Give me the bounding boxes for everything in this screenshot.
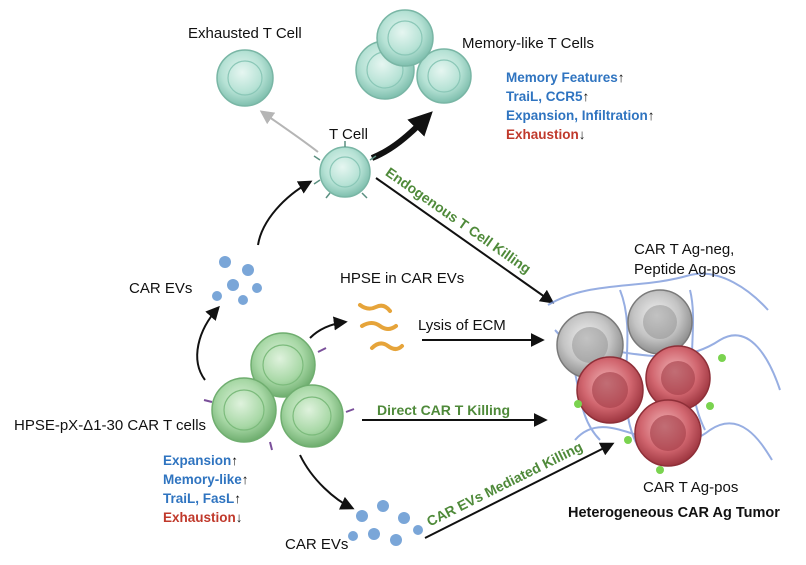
- arrow-evs-mediated: [424, 442, 615, 539]
- car-evs-bottom-graphic: [348, 500, 423, 546]
- t-cell-label: T Cell: [329, 126, 368, 143]
- direct-killing-label: Direct CAR T Killing: [377, 402, 511, 418]
- car-t-cells-graphic: [203, 332, 355, 451]
- peptide-ag-pos-label: Peptide Ag-pos: [634, 261, 736, 278]
- arrow-evs-to-t-cell: [257, 180, 313, 246]
- car-evs-bottom-label: CAR EVs: [285, 536, 349, 553]
- arrow-car-t-to-evs: [196, 305, 220, 381]
- memory-feature-item: Memory Features↑: [506, 70, 625, 85]
- car-t-feature-item: Expansion↑: [163, 453, 239, 468]
- t-cell-graphic: [313, 141, 377, 199]
- tumor-label: Heterogeneous CAR Ag Tumor: [568, 505, 780, 521]
- car-evs-top-label: CAR EVs: [129, 280, 193, 297]
- arrows: [196, 110, 615, 539]
- memory-feature-item: Exhaustion↓: [506, 127, 586, 142]
- car-t-feature-item: Exhaustion↓: [163, 510, 243, 525]
- car-t-features-list: Expansion↑ Memory-like↑ TraiL, FasL↑ Exh…: [163, 451, 249, 527]
- car-evs-top-graphic: [212, 256, 262, 305]
- hpse-car-t-cells-label: HPSE-pX-Δ1-30 CAR T cells: [14, 417, 207, 434]
- hpse-graphic: [358, 303, 404, 351]
- arrow-car-t-to-hpse: [309, 316, 348, 339]
- memory-like-t-cells-label: Memory-like T Cells: [462, 35, 594, 52]
- memory-feature-item: Expansion, Infiltration↑: [506, 108, 655, 123]
- hpse-in-car-evs-label: HPSE in CAR EVs: [340, 270, 465, 287]
- car-t-ag-neg-label: CAR T Ag-neg,: [634, 241, 735, 258]
- tumor-graphic: [547, 272, 781, 474]
- arrow-endogenous: [375, 177, 555, 304]
- car-t-ag-pos-label: CAR T Ag-pos: [643, 479, 739, 496]
- arrow-t-cell-to-memory: [370, 111, 433, 161]
- exhausted-t-cell-graphic: [216, 49, 274, 107]
- lysis-of-ecm-label: Lysis of ECM: [418, 317, 506, 334]
- arrow-t-cell-to-exhausted: [259, 110, 319, 153]
- car-t-feature-item: Memory-like↑: [163, 472, 249, 487]
- memory-features-list: Memory Features↑ TraiL, CCR5↑ Expansion,…: [506, 68, 655, 144]
- arrow-car-t-to-bottom-evs: [299, 454, 355, 510]
- memory-like-t-cells-graphic: [355, 9, 472, 104]
- car-t-feature-item: TraiL, FasL↑: [163, 491, 242, 506]
- exhausted-t-cell-label: Exhausted T Cell: [188, 25, 302, 42]
- memory-feature-item: TraiL, CCR5↑: [506, 89, 590, 104]
